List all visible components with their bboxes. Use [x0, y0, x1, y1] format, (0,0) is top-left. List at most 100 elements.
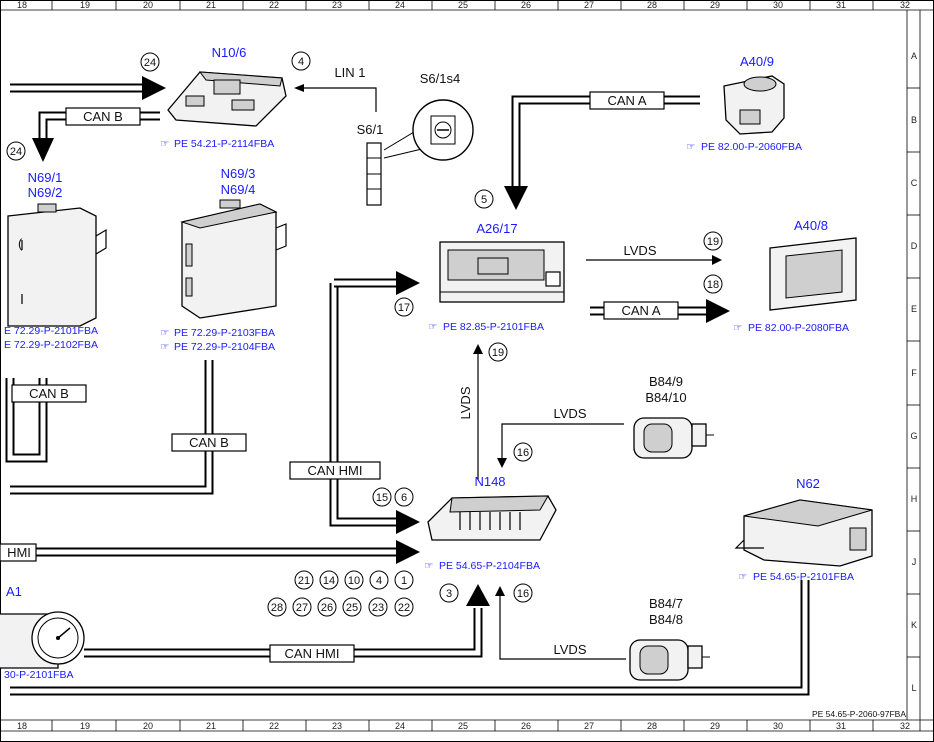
camera-b84-7-drawing	[629, 639, 710, 681]
circle-number: 17	[398, 302, 410, 314]
circle-number: 19	[707, 236, 719, 248]
grid-columns-bottom: 18 19 20 21 22 23 24 25 26 27 28 29 30 3…	[17, 721, 910, 731]
col-label: 23	[332, 0, 342, 10]
ref-n69-3: ☞ PE 72.29-P-2103FBA ☞ PE 72.29-P-2104FB…	[160, 327, 275, 353]
col-label: 22	[269, 0, 279, 10]
module-n69-1-drawing: (	[7, 203, 107, 327]
label-a26-17: A26/17	[476, 221, 517, 236]
circle-number: 24	[10, 146, 22, 158]
circle-number: 10	[348, 575, 360, 587]
module-n69-3-drawing	[180, 199, 287, 319]
circle-number: 4	[298, 56, 304, 68]
row-label: A	[911, 51, 917, 61]
row-label: G	[910, 431, 917, 441]
circle-number: 15	[376, 492, 388, 504]
ref-text: PE 54.21-P-2114FBA	[174, 138, 274, 150]
col-label: 24	[395, 721, 405, 731]
circle-number: 27	[296, 602, 308, 614]
label-b84-7: B84/7	[649, 596, 683, 611]
row-label: H	[911, 494, 918, 504]
col-label: 18	[17, 721, 27, 731]
ref-text: E 72.29-P-2102FBA	[4, 339, 98, 351]
circle-number: 22	[398, 602, 410, 614]
label-n69-2: N69/2	[28, 185, 63, 200]
ref-text: PE 82.85-P-2101FBA	[443, 321, 544, 333]
grid-ticks	[51, 0, 920, 731]
row-label: C	[911, 178, 918, 188]
col-label: 24	[395, 0, 405, 10]
label-a1: A1	[6, 584, 22, 599]
camera-b84-9-drawing	[633, 417, 714, 459]
col-label: 31	[836, 0, 846, 10]
hand-pointer-icon: ☞	[160, 327, 169, 339]
col-label: 19	[80, 0, 90, 10]
module-n10-6-drawing	[167, 71, 287, 127]
col-label: 28	[647, 721, 657, 731]
col-label: 32	[900, 0, 910, 10]
hand-pointer-icon: ☞	[733, 322, 742, 334]
label-n69-4: N69/4	[221, 182, 256, 197]
row-label: B	[911, 115, 917, 125]
connector-circles: 24 4 24 5 17 19 18 19 16 15 6 21 14 10 4…	[6, 51, 723, 617]
circle-number: 19	[492, 347, 504, 359]
col-label: 18	[17, 0, 27, 10]
wire-label-can-b: CAN B	[189, 435, 229, 450]
wire-label-lvds: LVDS	[554, 406, 587, 421]
unit-a26-17-drawing	[439, 241, 565, 303]
wire-label-can-a: CAN A	[607, 93, 646, 108]
ref-text: PE 82.00-P-2060FBA	[701, 141, 802, 153]
wire-label-can-b: CAN B	[83, 109, 123, 124]
col-label: 30	[773, 721, 783, 731]
circle-number: 16	[517, 588, 529, 600]
label-n148: N148	[474, 474, 505, 489]
col-label: 29	[710, 721, 720, 731]
ref-text: PE 54.65-P-2101FBA	[753, 571, 854, 583]
col-label: 20	[143, 0, 153, 10]
circle-number: 3	[446, 588, 452, 600]
display-a40-8-drawing	[769, 237, 857, 311]
label-s6-1: S6/1	[357, 122, 384, 137]
label-n69-3: N69/3	[221, 166, 256, 181]
col-label: 27	[584, 721, 594, 731]
wire-label-hmi: HMI	[7, 545, 31, 560]
circle-number: 5	[481, 194, 487, 206]
circle-number: 21	[298, 575, 310, 587]
col-label: 21	[206, 0, 216, 10]
document-reference: PE 54.65-P-2060-97FBA	[812, 709, 906, 719]
circle-number: 26	[321, 602, 333, 614]
circle-number: 1	[401, 575, 407, 587]
wire-label-can-b: CAN B	[29, 386, 69, 401]
circle-number: 18	[707, 279, 719, 291]
col-label: 27	[584, 0, 594, 10]
ref-n10-6: ☞ PE 54.21-P-2114FBA	[160, 138, 274, 150]
grid-columns-top: 18 19 20 21 22 23 24 25 26 27 28 29 30 3…	[17, 0, 910, 10]
circle-number: 28	[271, 602, 283, 614]
ref-text: PE 72.29-P-2103FBA	[174, 327, 275, 339]
ref-a40-8: ☞ PE 82.00-P-2080FBA	[733, 322, 849, 334]
ref-a26-17: ☞ PE 82.85-P-2101FBA	[428, 321, 544, 333]
grid-rows: A B C D E F G H J K L	[910, 51, 917, 693]
circle-number: 23	[372, 602, 384, 614]
row-label: L	[911, 683, 916, 693]
wire-label-lvds: LVDS	[624, 243, 657, 258]
circle-number: 16	[517, 447, 529, 459]
label-a40-9: A40/9	[740, 54, 774, 69]
hand-pointer-icon: ☞	[424, 560, 433, 572]
hand-pointer-icon: ☞	[160, 138, 169, 150]
col-label: 28	[647, 0, 657, 10]
col-label: 19	[80, 721, 90, 731]
col-label: 32	[900, 721, 910, 731]
module-n62-drawing	[734, 499, 873, 567]
wire-label-lvds: LVDS	[458, 386, 473, 419]
row-label: F	[911, 368, 917, 378]
label-a40-8: A40/8	[794, 218, 828, 233]
hand-pointer-icon: ☞	[428, 321, 437, 333]
circle-number: 25	[346, 602, 358, 614]
row-label: J	[912, 557, 917, 567]
thin-wires	[294, 84, 722, 660]
col-label: 30	[773, 0, 783, 10]
col-label: 21	[206, 721, 216, 731]
hand-pointer-icon: ☞	[160, 341, 169, 353]
ref-text: PE 72.29-P-2104FBA	[174, 341, 275, 353]
